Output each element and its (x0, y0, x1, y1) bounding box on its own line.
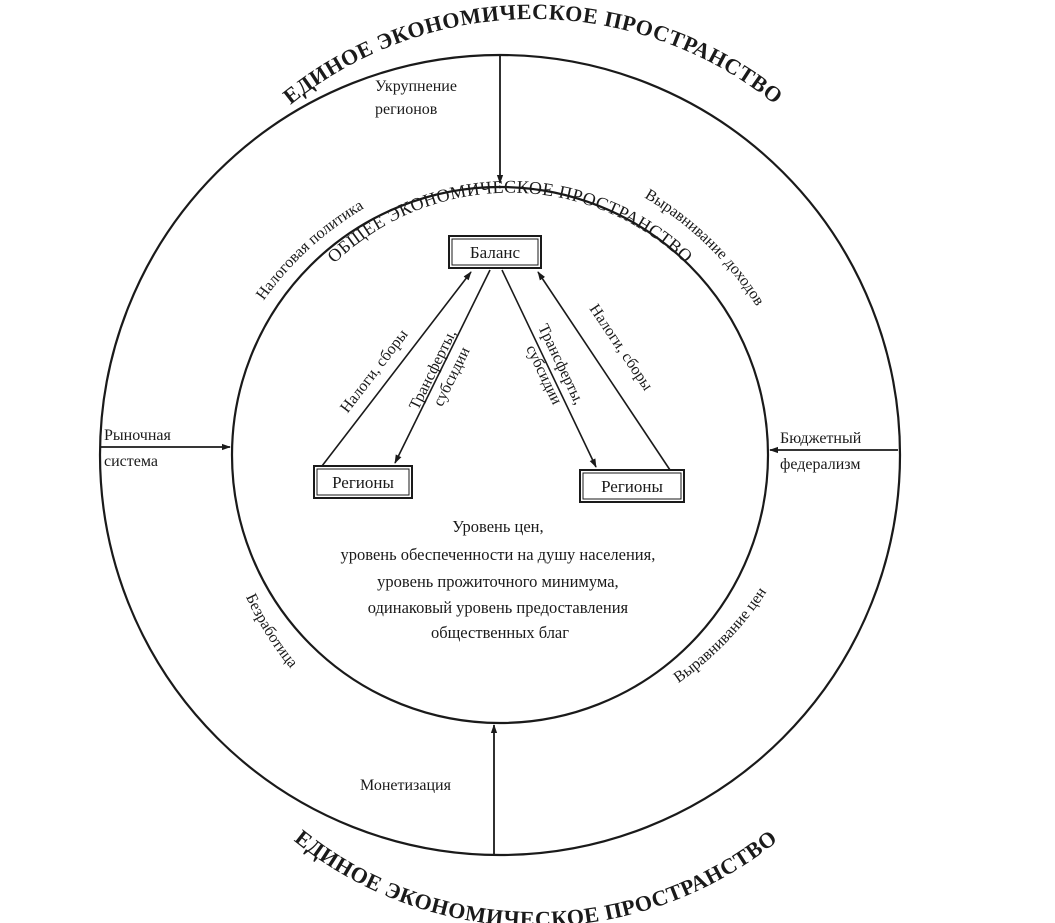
right-regions-box: Регионы (579, 469, 685, 503)
unemployment-label: Безработица (242, 591, 301, 671)
outer-bottom-title: ЕДИНОЕ ЭКОНОМИЧЕСКОЕ ПРОСТРАНСТВО (290, 825, 781, 923)
center-indicators-text: Уровень цен, уровень обеспеченности на д… (341, 517, 660, 642)
right-taxes-arrow (537, 271, 671, 471)
left-taxes-label: Налоги, сборы (337, 326, 412, 416)
inner-circle (230, 185, 770, 725)
right-input-label: Бюджетный федерализм (780, 430, 865, 473)
price-equalization-label: Выравнивание цен (671, 584, 771, 686)
right-transfers-arrow (501, 269, 597, 468)
right-regions-label: Регионы (601, 477, 663, 496)
right-taxes-label: Налоги, сборы (586, 301, 656, 394)
left-taxes-arrow (321, 271, 472, 467)
income-equalization-label: Выравнивание доходов (642, 186, 768, 309)
left-input-label: Рыночная система (104, 427, 175, 470)
left-transfers-arrow (394, 269, 491, 464)
left-regions-label: Регионы (332, 473, 394, 492)
left-regions-box: Регионы (313, 465, 413, 499)
balance-box: Баланс (448, 235, 542, 269)
left-transfers-label: Трансферты, субсидии (406, 323, 479, 421)
bottom-input-label: Монетизация (360, 777, 452, 794)
right-transfers-label: Трансферты, субсидии (516, 322, 589, 420)
outer-top-title: ЕДИНОЕ ЭКОНОМИЧЕСКОЕ ПРОСТРАНСТВО (278, 0, 788, 109)
top-input-label: Укрупнение регионов (375, 78, 461, 118)
balance-label: Баланс (470, 243, 521, 262)
